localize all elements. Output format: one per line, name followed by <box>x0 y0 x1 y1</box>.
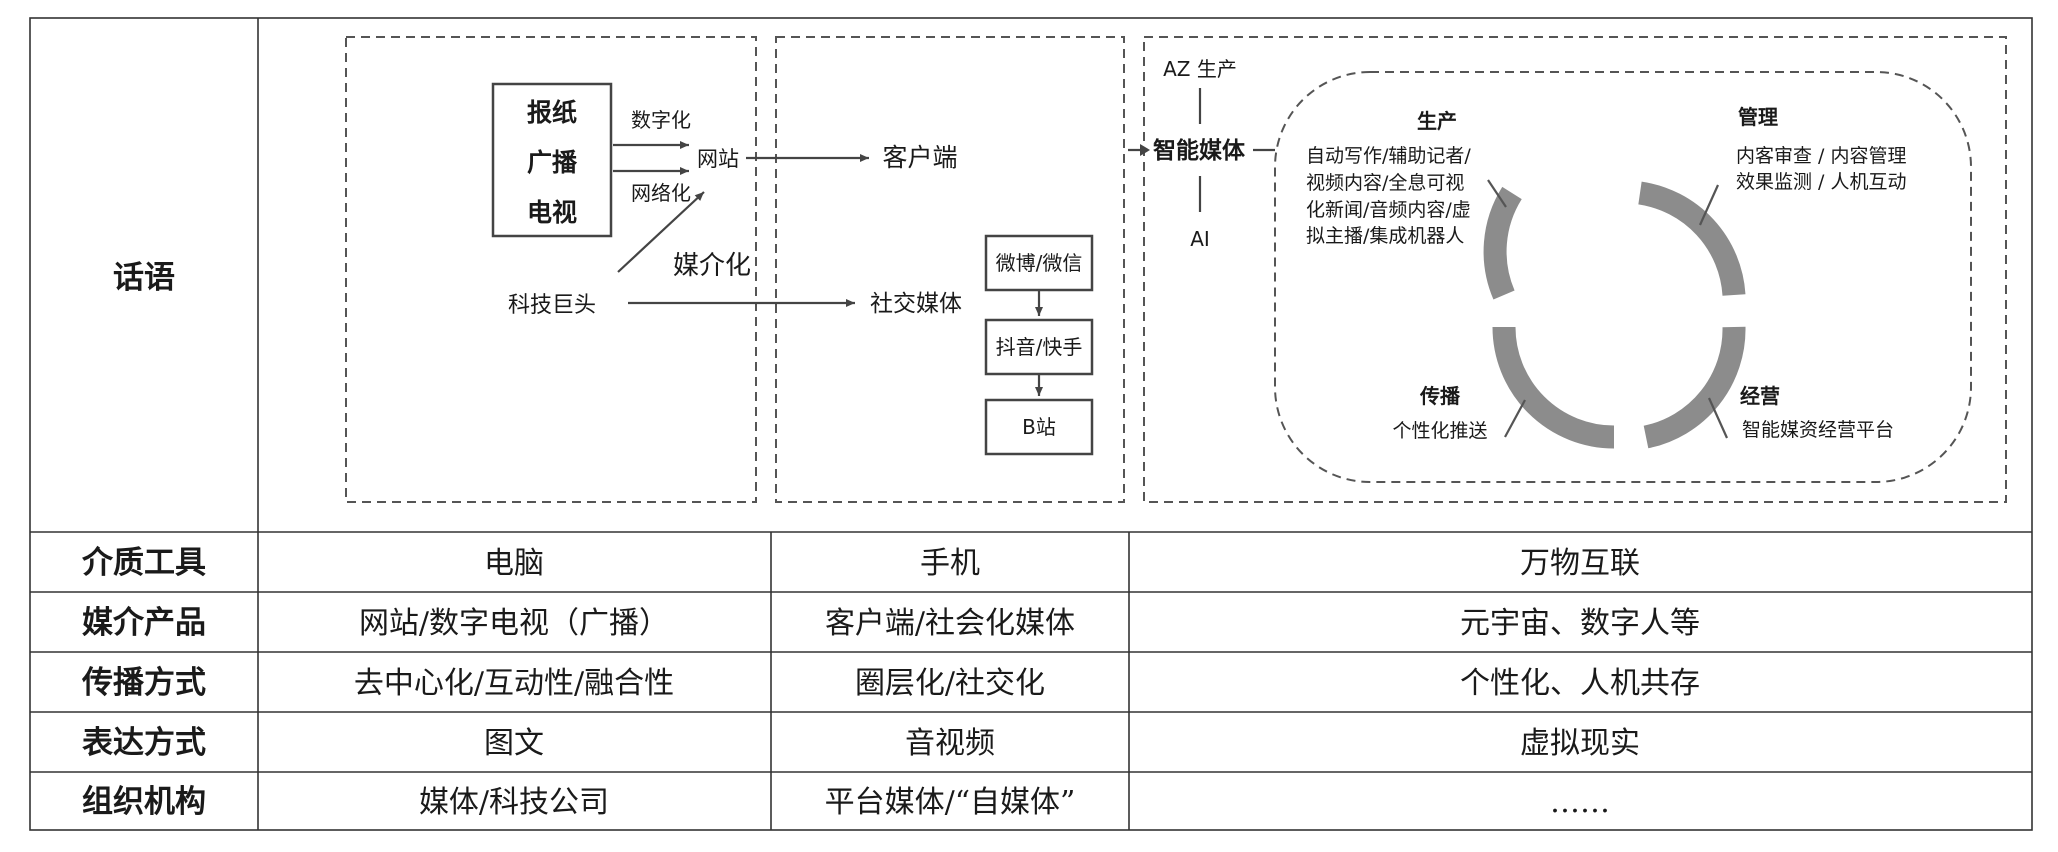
table-cell: 客户端/社会化媒体 <box>825 606 1075 641</box>
quadrant-line: 拟主播/集成机器人 <box>1306 225 1464 247</box>
label-az-production: AZ 生产 <box>1163 57 1237 81</box>
table-cell: 去中心化/互动性/融合性 <box>354 666 674 701</box>
label-digitalization: 数字化 <box>631 108 691 132</box>
media-newspaper: 报纸 <box>527 98 577 127</box>
panel1-arrows <box>613 141 869 307</box>
quadrant-lines-production: 自动写作/辅助记者/ 视频内容/全息可视 化新闻/音频内容/虚 拟主播/集成机器… <box>1306 145 1471 247</box>
label-social-media: 社交媒体 <box>870 291 962 317</box>
label-networking: 网络化 <box>631 181 691 205</box>
quadrant-lines-management: 内客审查 / 内容管理 效果监测 / 人机互动 <box>1736 145 1906 193</box>
platform-bilibili: B站 <box>1022 415 1056 439</box>
table-cell: 圈层化/社交化 <box>855 666 1045 701</box>
quadrant-title-distribution: 传播 <box>1419 384 1461 408</box>
quadrant-title-operation: 经营 <box>1740 384 1780 408</box>
table-cell: 音视频 <box>905 726 995 761</box>
quadrant-title-management: 管理 <box>1738 105 1778 129</box>
label-ai: AI <box>1190 227 1210 251</box>
table-cell: 网站/数字电视（广播） <box>359 606 669 641</box>
row-label: 传播方式 <box>81 665 206 701</box>
row-label-discourse: 话语 <box>113 260 175 296</box>
quadrant-line: 个性化推送 <box>1392 420 1487 442</box>
quadrant-line: 智能媒资经营平台 <box>1742 419 1894 441</box>
table-cell: 图文 <box>484 726 544 761</box>
table-cell: 媒体/科技公司 <box>419 785 609 820</box>
ring-arc-management <box>1638 181 1746 297</box>
row-label: 介质工具 <box>81 545 206 581</box>
traditional-media-list: 报纸 广播 电视 <box>527 98 578 227</box>
label-client-app: 客户端 <box>882 143 957 172</box>
quadrant-line: 内客审查 / 内容管理 <box>1736 145 1906 167</box>
quadrant-line: 视频内容/全息可视 <box>1306 172 1464 194</box>
table-cell: 手机 <box>920 546 980 581</box>
quadrant-line: 化新闻/音频内容/虚 <box>1306 199 1471 221</box>
dashed-panels <box>345 36 2007 503</box>
panel-mobile-era <box>775 36 1125 503</box>
panel-computer-era <box>345 36 757 503</box>
table-cell: 个性化、人机共存 <box>1460 666 1700 701</box>
row-label: 表达方式 <box>82 725 206 761</box>
table-cells: 电脑 手机 万物互联 网站/数字电视（广播） 客户端/社会化媒体 元宇宙、数字人… <box>354 546 1700 820</box>
ring-ticks <box>1487 179 1729 439</box>
panel-iot-era <box>1143 36 2007 503</box>
row-labels: 介质工具 媒介产品 传播方式 表达方式 组织机构 <box>81 545 206 820</box>
label-smart-media: 智能媒体 <box>1153 137 1246 164</box>
traditional-media-box <box>491 82 613 238</box>
ring-arcs <box>1483 181 1746 449</box>
ring-arc-operation <box>1643 326 1746 449</box>
ring-arc-distribution <box>1492 326 1615 449</box>
platform-labels: 微博/微信 抖音/快手 B站 <box>996 251 1083 439</box>
table-cell: …… <box>1550 785 1610 820</box>
smart-media-loop-boundary <box>1274 71 1972 483</box>
label-mediatization: 媒介化 <box>673 251 751 281</box>
row-label: 组织机构 <box>82 784 206 820</box>
table-cell: 虚拟现实 <box>1520 726 1640 761</box>
quadrant-line: 自动写作/辅助记者/ <box>1306 145 1471 167</box>
quadrant-line: 效果监测 / 人机互动 <box>1736 171 1906 193</box>
label-tech-giants: 科技巨头 <box>508 293 596 318</box>
row-label: 媒介产品 <box>82 605 206 641</box>
media-broadcast: 广播 <box>527 148 578 177</box>
platform-box <box>984 398 1094 456</box>
media-television: 电视 <box>527 198 577 227</box>
ring-arc-production <box>1483 186 1522 300</box>
table-cell: 电脑 <box>484 546 544 581</box>
platform-douyin-kuaishou: 抖音/快手 <box>996 335 1083 359</box>
quadrant-title-production: 生产 <box>1417 109 1457 133</box>
table-grid <box>29 17 2033 831</box>
table-cell: 万物互联 <box>1520 546 1640 581</box>
smart-media-arrow <box>1128 144 1150 156</box>
table-cell: 平台媒体/“自媒体” <box>825 785 1076 820</box>
label-website: 网站 <box>697 147 739 171</box>
table-cell: 元宇宙、数字人等 <box>1460 606 1700 641</box>
platform-weibo-wechat: 微博/微信 <box>996 251 1083 275</box>
